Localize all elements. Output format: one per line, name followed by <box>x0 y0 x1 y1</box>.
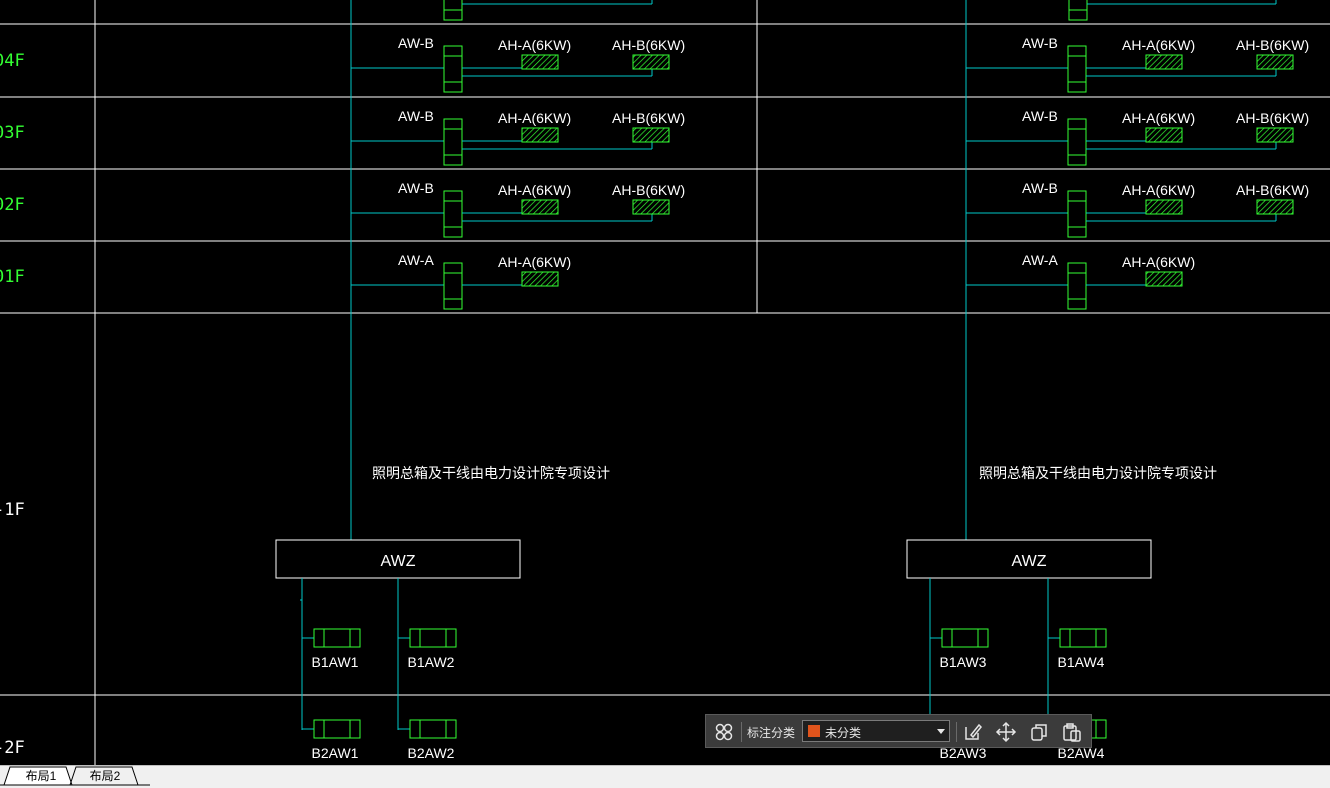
floor-label: -2F <box>0 738 25 758</box>
panel-label: AW-B <box>398 180 434 196</box>
sub-panel-box <box>313 719 361 739</box>
tab-layout-1[interactable]: 布局1 <box>25 769 57 783</box>
hatched-panel <box>1145 199 1183 215</box>
panel-label: AH-B(6KW) <box>1236 37 1309 53</box>
chevron-down-icon <box>937 729 945 734</box>
panel-label: AH-A(6KW) <box>498 37 571 53</box>
panel-box <box>443 118 463 166</box>
floor-label: 02F <box>0 195 25 215</box>
panel-label: AW-A <box>398 252 434 268</box>
paste-icon[interactable] <box>1061 721 1083 743</box>
design-note: 照明总箱及干线由电力设计院专项设计 <box>979 465 1217 481</box>
panel-label: AW-B <box>1022 35 1058 51</box>
toolbar-divider <box>741 722 742 742</box>
panel-label: AH-B(6KW) <box>612 182 685 198</box>
grid-icon[interactable] <box>713 721 735 743</box>
panel-box <box>443 45 463 93</box>
panel-label: AW-B <box>1022 108 1058 124</box>
sub-panel-label: B1AW3 <box>940 654 987 670</box>
floor-label: 04F <box>0 51 25 71</box>
panel-box <box>1067 190 1087 238</box>
hatched-panel <box>632 199 670 215</box>
panel-label: AW-A <box>1022 252 1058 268</box>
edit-icon[interactable] <box>962 721 984 743</box>
sub-panel-box <box>409 719 457 739</box>
cad-drawing: 04F 03F 02F 01F -1F -2F AW-B AH-A(6KW) AH-B(6KW)… <box>0 0 1330 765</box>
sub-panel-label: B1AW4 <box>1058 654 1105 670</box>
hatched-panel <box>521 271 559 287</box>
hatched-panel <box>1256 54 1294 70</box>
panel-label: AH-A(6KW) <box>1122 110 1195 126</box>
toolbar-divider <box>956 722 957 742</box>
sub-panel-box <box>409 628 457 648</box>
sub-panel-label: B2AW1 <box>312 745 359 761</box>
category-color-swatch <box>808 725 820 737</box>
hatched-panel <box>1145 271 1183 287</box>
sub-panel-box <box>1059 628 1107 648</box>
panel-label: AH-B(6KW) <box>1236 182 1309 198</box>
floor-label: -1F <box>0 500 25 520</box>
hatched-panel <box>1145 127 1183 143</box>
panel-box <box>1068 0 1088 21</box>
annotation-toolbar: 标注分类 未分类 <box>705 714 1092 748</box>
panel-label: AH-B(6KW) <box>612 110 685 126</box>
panel-box <box>443 0 463 21</box>
category-selected-value: 未分类 <box>825 726 862 740</box>
hatched-panel <box>521 199 559 215</box>
panel-label: AH-B(6KW) <box>1236 110 1309 126</box>
sub-panel-label: B2AW4 <box>1058 745 1105 761</box>
panel-label: AH-A(6KW) <box>498 110 571 126</box>
hatched-panel <box>521 54 559 70</box>
sub-panel-label: B1AW1 <box>312 654 359 670</box>
panel-label: AW-B <box>398 35 434 51</box>
move-icon[interactable] <box>995 721 1017 743</box>
panel-label: AH-A(6KW) <box>1122 182 1195 198</box>
panel-label: AH-A(6KW) <box>1122 37 1195 53</box>
tab-outline <box>0 766 150 786</box>
hatched-panel <box>521 127 559 143</box>
sub-panel-label: B1AW2 <box>408 654 455 670</box>
annotation-category-label: 标注分类 <box>747 726 796 740</box>
panel-label: AH-A(6KW) <box>498 182 571 198</box>
panel-box <box>443 262 463 310</box>
panel-box <box>443 190 463 238</box>
hatched-panel <box>1145 54 1183 70</box>
layout-tab-bar: 布局1 布局2 <box>0 765 1330 788</box>
sub-panel-label: B2AW2 <box>408 745 455 761</box>
hatched-panel <box>632 127 670 143</box>
hatched-panel <box>1256 127 1294 143</box>
annotation-category-select[interactable]: 未分类 <box>802 720 950 742</box>
panel-label: AH-A(6KW) <box>1122 254 1195 270</box>
panel-box <box>1067 262 1087 310</box>
tab-layout-2[interactable]: 布局2 <box>89 769 121 783</box>
hatched-panel <box>632 54 670 70</box>
sub-panel-box <box>313 628 361 648</box>
panel-label: AW-B <box>398 108 434 124</box>
awz-main-box <box>906 539 1152 579</box>
hatched-panel <box>1256 199 1294 215</box>
sub-panel-label: B2AW3 <box>940 745 987 761</box>
panel-box <box>1067 45 1087 93</box>
cad-drawing-canvas[interactable]: 04F 03F 02F 01F -1F -2F AW-B AH-A(6KW) AH-B(6KW)… <box>0 0 1330 765</box>
panel-label: AH-A(6KW) <box>498 254 571 270</box>
design-note: 照明总箱及干线由电力设计院专项设计 <box>372 465 610 481</box>
panel-label: AW-B <box>1022 180 1058 196</box>
panel-box <box>1067 118 1087 166</box>
sub-panel-box <box>941 628 989 648</box>
awz-label: AWZ <box>1012 553 1047 570</box>
copy-icon[interactable] <box>1028 721 1050 743</box>
panel-label: AH-B(6KW) <box>612 37 685 53</box>
floor-label: 03F <box>0 123 25 143</box>
floor-label: 01F <box>0 267 25 287</box>
awz-label: AWZ <box>381 553 416 570</box>
